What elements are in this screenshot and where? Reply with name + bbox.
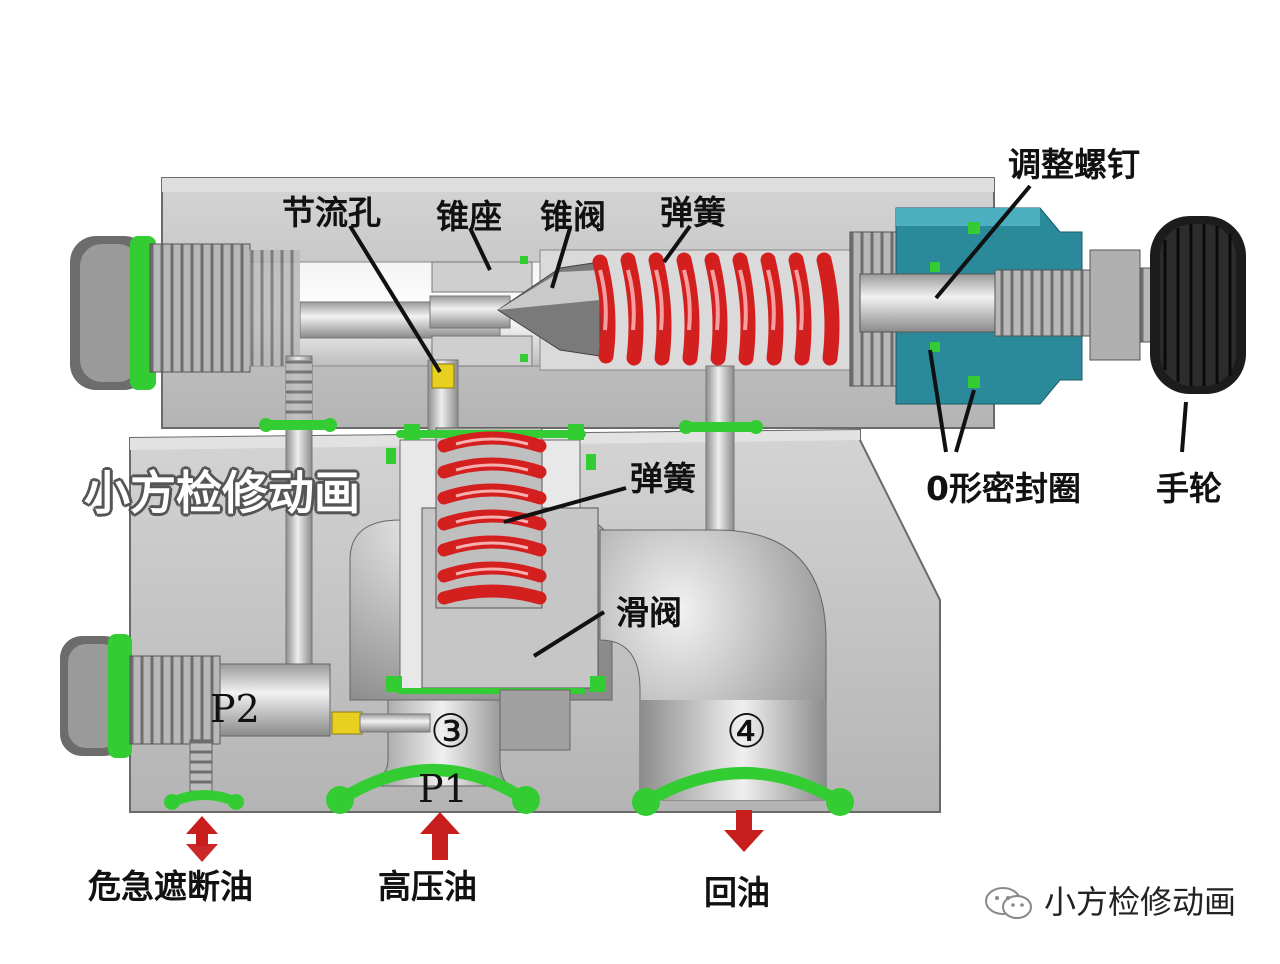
adjust-screw-rod	[859, 273, 1011, 333]
label-adjust-screw: 调整螺钉	[1008, 145, 1140, 184]
bottom-seals	[164, 764, 854, 816]
adjust-nut-highlight	[896, 208, 1040, 226]
label-slide-valve: 滑阀	[616, 593, 682, 632]
return-oil-arrow	[724, 810, 764, 852]
cone-valve-highlight	[498, 270, 600, 310]
emergency-passage	[189, 739, 213, 797]
leader-lines	[348, 184, 1188, 658]
left-passage-thread	[286, 360, 312, 420]
label-p1: P1	[418, 767, 468, 811]
side-port	[499, 689, 571, 751]
emergency-oil-arrow	[186, 816, 218, 862]
seat-bore	[429, 295, 511, 329]
label-throttle-hole: 节流孔	[282, 193, 381, 232]
credit-text: 小方检修动画	[1044, 883, 1237, 921]
o-ring-4	[968, 222, 980, 234]
high-pressure-oil-arrow	[420, 812, 460, 860]
lower-left-plug	[60, 634, 331, 758]
label-cone-valve: 锥阀	[540, 197, 606, 236]
watermark: 小方检修动画	[84, 466, 360, 520]
top-spring-highlight	[598, 269, 804, 331]
lock-nut	[1089, 249, 1141, 361]
right-vertical-passage	[705, 365, 735, 537]
handwheel	[1150, 216, 1246, 394]
label-emergency-oil: 危急遮断油	[88, 867, 253, 906]
joint-seals	[259, 418, 763, 434]
label-port-4: ④	[726, 704, 768, 758]
o-ring-3	[968, 376, 980, 388]
mid-spring-highlight	[455, 437, 529, 576]
label-high-pressure-oil: 高压油	[378, 867, 477, 906]
upper-body-top-face	[162, 178, 994, 192]
label-port-3: ③	[430, 704, 472, 758]
credit-logo-icon	[984, 886, 1034, 920]
adjust-screw-thread	[994, 269, 1106, 337]
o-ring-2	[930, 342, 940, 352]
upper-left-plug	[70, 236, 300, 390]
label-cone-seat: 锥座	[436, 197, 502, 236]
label-return-oil: 回油	[704, 873, 770, 912]
label-spring-mid: 弹簧	[630, 459, 696, 498]
label-handwheel: 手轮	[1156, 469, 1222, 508]
label-p2: P2	[210, 687, 260, 731]
label-o-ring: 0形密封圈	[926, 469, 1081, 508]
p2-orifice	[331, 711, 363, 735]
o-ring-1	[930, 262, 940, 272]
p2-passage	[359, 713, 431, 733]
label-spring-top: 弹簧	[660, 193, 726, 232]
